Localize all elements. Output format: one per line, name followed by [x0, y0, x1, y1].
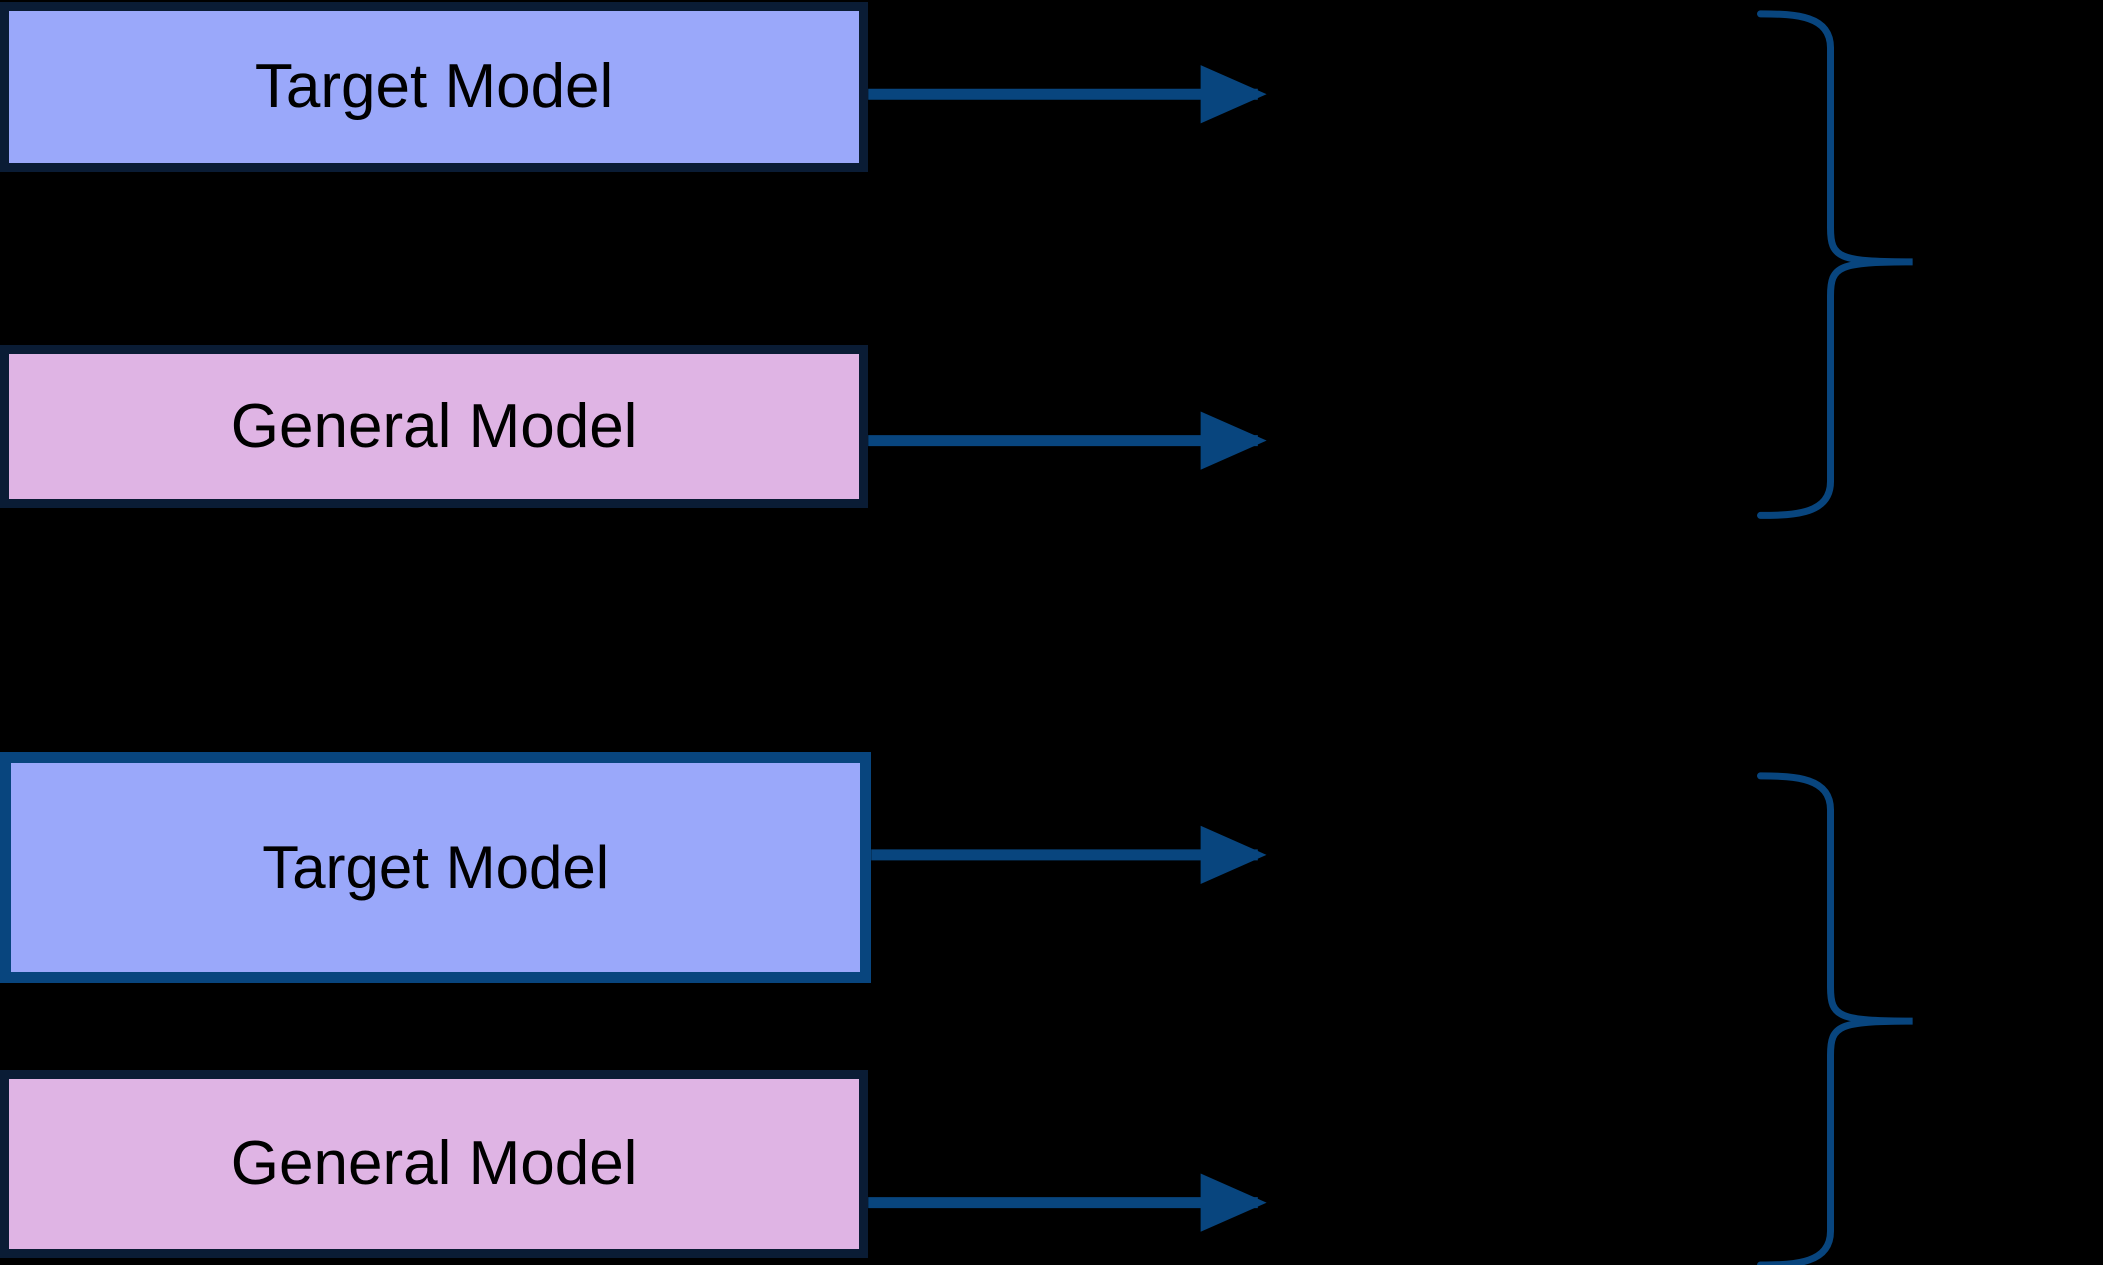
model-box-target-model-top[interactable]: Target Model: [0, 2, 869, 172]
model-box-general-model-top[interactable]: General Model: [0, 345, 869, 508]
model-box-label: Target Model: [262, 833, 610, 901]
model-box-general-model-bottom[interactable]: General Model: [0, 1070, 869, 1258]
brace-bottom: [1757, 772, 1913, 1265]
model-box-label: General Model: [230, 1129, 638, 1198]
model-box-label: Target Model: [254, 52, 614, 121]
model-box-label: General Model: [230, 391, 638, 461]
model-box-target-model-bottom[interactable]: Target Model: [0, 752, 872, 983]
brace-top: [1757, 10, 1913, 519]
